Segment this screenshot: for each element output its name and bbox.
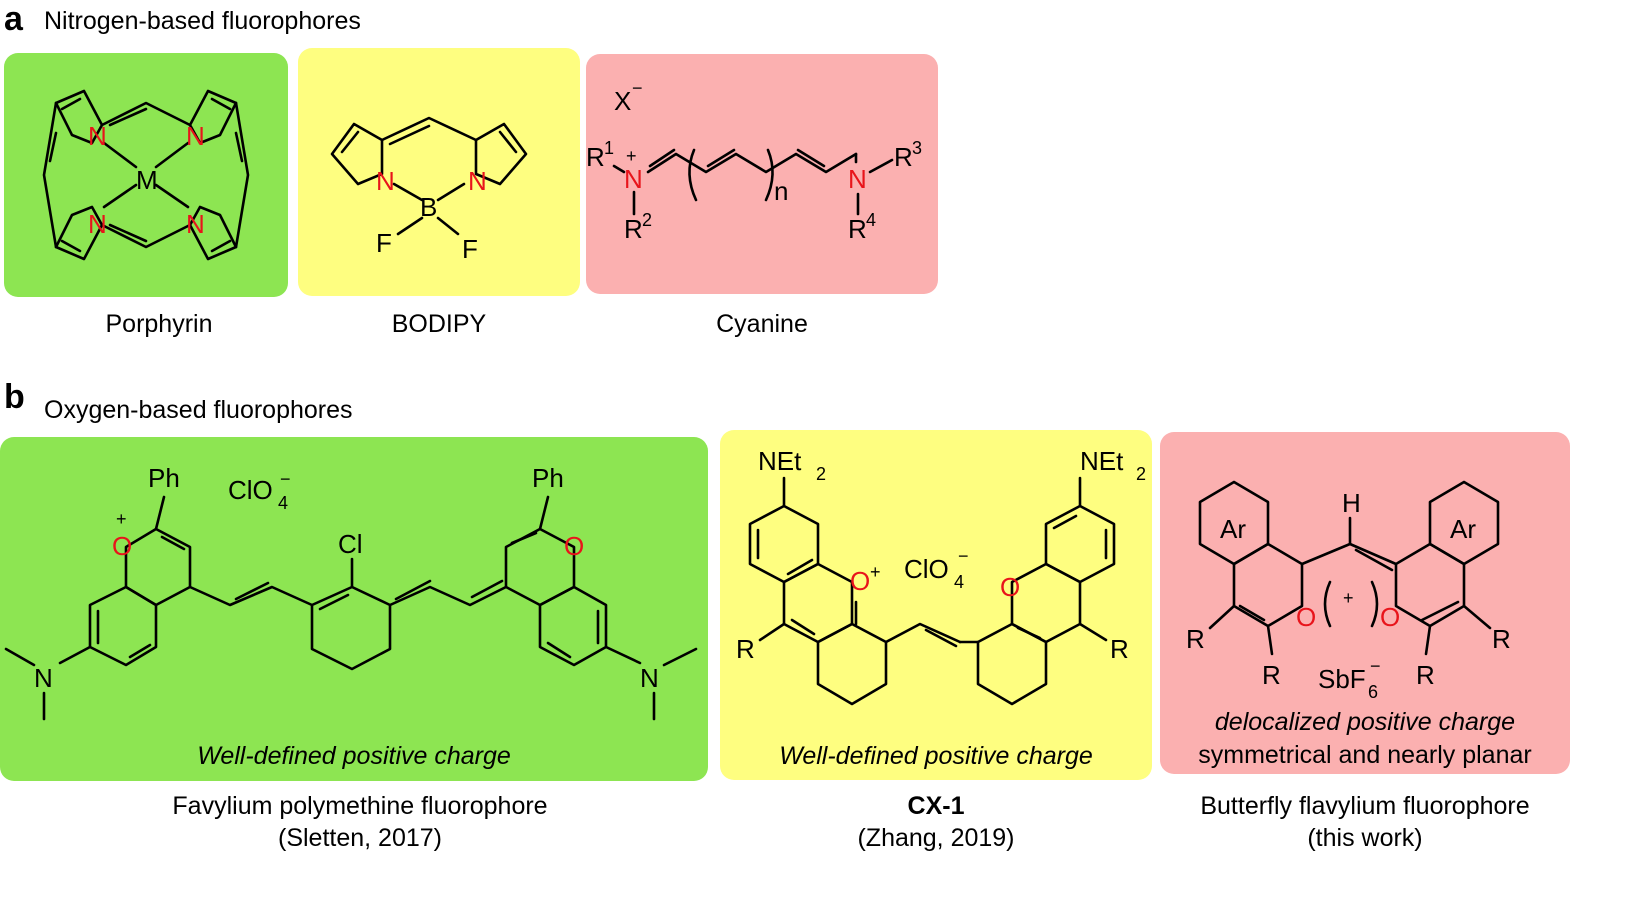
svg-text:R: R	[1110, 634, 1129, 664]
svg-text:2: 2	[1136, 464, 1146, 484]
svg-text:O: O	[1000, 572, 1020, 602]
svg-text:R: R	[1186, 624, 1205, 654]
svg-text:R: R	[736, 634, 755, 664]
svg-text:O: O	[112, 531, 132, 561]
note-cx1-charge: Well-defined positive charge	[779, 742, 1093, 770]
svg-text:Ph: Ph	[532, 463, 564, 493]
svg-text:R: R	[1262, 660, 1281, 690]
svg-text:N: N	[848, 164, 867, 194]
svg-text:N: N	[376, 166, 395, 196]
svg-text:N: N	[186, 209, 205, 239]
svg-text:4: 4	[278, 493, 288, 513]
svg-text:4: 4	[954, 572, 964, 592]
caption-cyanine: Cyanine	[716, 310, 808, 338]
svg-text:−: −	[958, 546, 969, 566]
caption-cx1: CX-1 (Zhang, 2019)	[720, 790, 1152, 854]
svg-text:2: 2	[642, 210, 652, 230]
svg-text:SbF: SbF	[1318, 664, 1366, 694]
flavylium-polymethine-structure: Ph O + N ClO 4 − Cl Ph O N	[4, 463, 698, 721]
butterfly-box	[1160, 432, 1570, 774]
svg-text:N: N	[88, 121, 107, 151]
svg-text:−: −	[280, 469, 291, 489]
svg-text:Cl: Cl	[338, 529, 363, 559]
svg-text:R: R	[1416, 660, 1435, 690]
svg-text:O: O	[1296, 602, 1316, 632]
cyanine-box	[586, 54, 938, 294]
svg-text:NEt: NEt	[1080, 446, 1124, 476]
svg-text:6: 6	[1368, 682, 1378, 702]
svg-text:4: 4	[866, 210, 876, 230]
svg-text:F: F	[376, 228, 392, 258]
svg-text:O: O	[850, 566, 870, 596]
svg-text:O: O	[1380, 602, 1400, 632]
panel-b-title: Oxygen-based fluorophores	[44, 396, 353, 424]
svg-text:N: N	[624, 164, 643, 194]
svg-text:+: +	[870, 562, 881, 582]
svg-text:+: +	[1343, 588, 1354, 608]
svg-text:1: 1	[604, 138, 614, 158]
caption-porphyrin: Porphyrin	[105, 310, 213, 338]
caption-cx1-ref: (Zhang, 2019)	[857, 824, 1015, 852]
caption-bodipy: BODIPY	[391, 310, 487, 338]
svg-text:B: B	[420, 192, 437, 222]
cx1-structure: NEt 2 O + R ClO 4 − O NEt 2 R	[736, 446, 1146, 706]
svg-text:R: R	[1492, 624, 1511, 654]
svg-text:n: n	[774, 176, 788, 206]
note-flavylium-charge: Well-defined positive charge	[197, 742, 511, 770]
note-butterfly-symmetrical: symmetrical and nearly planar	[1198, 741, 1532, 769]
butterfly-structure: Ar O H + O Ar R R R R SbF 6 −	[1186, 480, 1511, 702]
caption-cx1-name: CX-1	[907, 792, 965, 820]
svg-text:3: 3	[912, 138, 922, 158]
panel-b-letter: b	[4, 378, 25, 416]
svg-text:F: F	[462, 234, 478, 264]
svg-text:R: R	[624, 214, 643, 244]
svg-text:−: −	[1370, 656, 1381, 676]
svg-text:O: O	[564, 531, 584, 561]
svg-text:ClO: ClO	[904, 554, 949, 584]
bodipy-box	[298, 48, 580, 296]
svg-text:NEt: NEt	[758, 446, 802, 476]
svg-text:N: N	[640, 663, 659, 693]
note-butterfly-delocalized: delocalized positive charge	[1214, 708, 1516, 736]
svg-text:ClO: ClO	[228, 475, 273, 505]
caption-flavylium-ref: (Sletten, 2017)	[278, 824, 442, 852]
svg-text:R: R	[848, 214, 867, 244]
caption-flavylium-name: Favylium polymethine fluorophore	[172, 792, 548, 820]
caption-butterfly-name: Butterfly flavylium fluorophore	[1200, 792, 1530, 820]
svg-text:Ph: Ph	[148, 463, 180, 493]
svg-text:R: R	[894, 142, 913, 172]
svg-text:+: +	[626, 146, 637, 166]
panel-a-letter: a	[4, 0, 23, 38]
svg-text:H: H	[1342, 488, 1361, 518]
cyanine-structure: X − R 1 + N R 2 n N R 3 R 4	[586, 78, 922, 244]
panel-a-title: Nitrogen-based fluorophores	[44, 7, 361, 35]
svg-text:+: +	[116, 509, 127, 529]
svg-text:N: N	[186, 121, 205, 151]
svg-text:Ar: Ar	[1220, 514, 1246, 544]
svg-text:X: X	[614, 86, 631, 116]
svg-text:N: N	[468, 166, 487, 196]
svg-text:Ar: Ar	[1450, 514, 1476, 544]
svg-text:R: R	[586, 142, 605, 172]
svg-text:N: N	[88, 209, 107, 239]
caption-butterfly-ref: (this work)	[1307, 824, 1423, 852]
porphyrin-box	[4, 53, 288, 297]
svg-text:N: N	[34, 663, 53, 693]
caption-butterfly: Butterfly flavylium fluorophore (this wo…	[1160, 790, 1570, 854]
svg-text:M: M	[136, 165, 158, 195]
svg-text:2: 2	[816, 464, 826, 484]
porphyrin-structure: N N N N M	[42, 89, 250, 261]
bodipy-structure: N N B F F	[330, 116, 528, 264]
flavylium-polymethine-box	[0, 437, 708, 781]
caption-flavylium-polymethine: Favylium polymethine fluorophore (Slette…	[0, 790, 720, 854]
svg-text:−: −	[632, 78, 643, 98]
